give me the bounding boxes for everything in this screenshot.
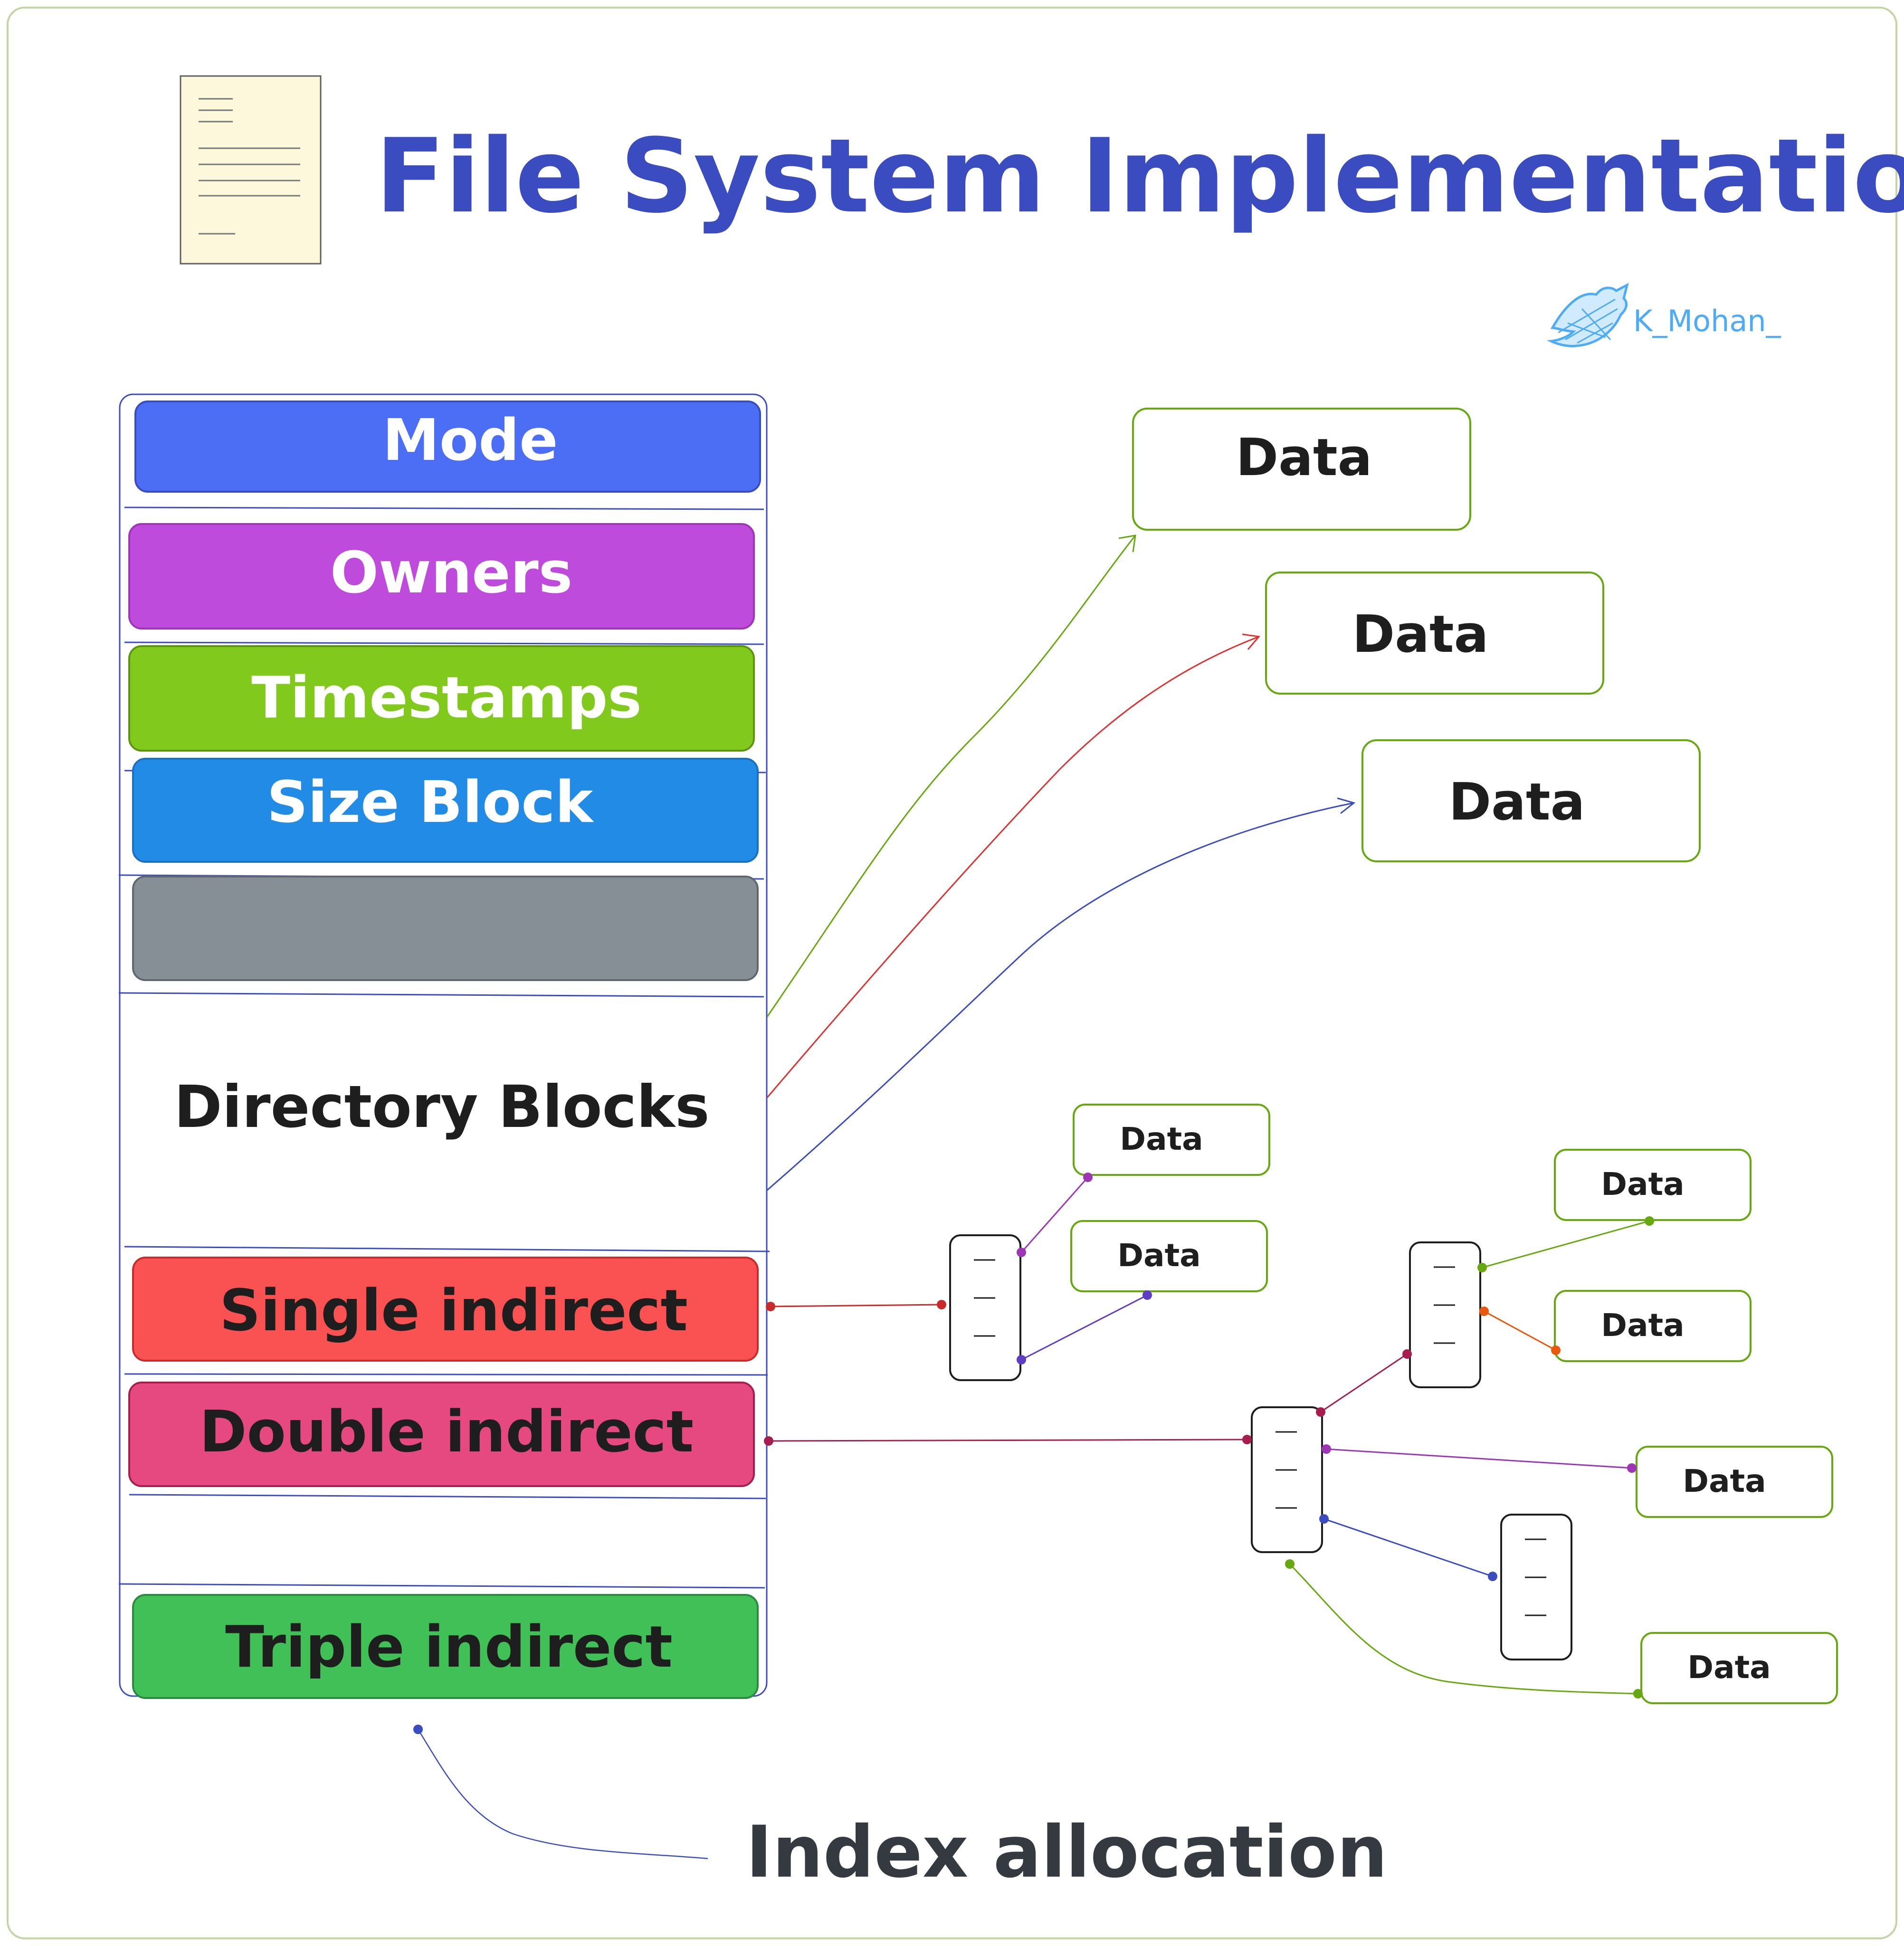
direct-pointer-arrows <box>766 534 1356 1191</box>
double-indirect-connectors <box>764 1216 1654 1698</box>
data-label: Data <box>1687 1649 1771 1686</box>
inode-double-indirect: Double indirect <box>128 1382 755 1487</box>
data-label: Data <box>1117 1237 1200 1274</box>
arrow-to-data-1 <box>766 535 1136 1017</box>
data-label: Data <box>1236 428 1372 487</box>
data-label: Data <box>1601 1166 1684 1202</box>
inode-timestamps: Timestamps <box>128 645 755 752</box>
single-indirect-connectors <box>766 1173 1152 1364</box>
inode-mode-label: Mode <box>382 408 558 474</box>
twitter-bird-icon <box>1547 283 1629 347</box>
second-level-index-block-2 <box>1500 1514 1572 1660</box>
arrow-to-data-3 <box>767 802 1354 1191</box>
single-indirect-index-block <box>949 1234 1021 1381</box>
caption-pointer <box>413 1725 708 1860</box>
document-icon <box>180 75 322 265</box>
double-indirect-data-1: Data <box>1554 1149 1752 1221</box>
data-label: Data <box>1601 1307 1684 1344</box>
inode-size-block-label: Size Block <box>267 770 595 836</box>
inode-triple-indirect-label: Triple indirect <box>225 1614 673 1680</box>
double-indirect-data-3: Data <box>1636 1446 1833 1518</box>
inode-owners: Owners <box>128 523 755 630</box>
inode-gray-block <box>132 876 759 981</box>
arrow-to-data-2 <box>766 636 1259 1098</box>
caption: Index allocation <box>746 1811 1388 1894</box>
direct-data-block-2: Data <box>1265 572 1604 695</box>
inode-timestamps-label: Timestamps <box>251 665 642 731</box>
double-indirect-data-2: Data <box>1554 1290 1752 1362</box>
inode-single-indirect: Single indirect <box>132 1257 759 1362</box>
page-title: File System Implementation <box>375 116 1904 236</box>
inode-triple-indirect: Triple indirect <box>132 1594 759 1699</box>
inode-single-indirect-label: Single indirect <box>219 1278 688 1344</box>
direct-data-block-1: Data <box>1132 408 1471 531</box>
data-label: Data <box>1352 605 1488 664</box>
twitter-handle: K_Mohan_ <box>1547 283 1781 347</box>
data-label: Data <box>1120 1121 1203 1157</box>
second-level-index-block-1 <box>1409 1241 1481 1388</box>
double-indirect-data-4: Data <box>1640 1632 1838 1704</box>
data-label: Data <box>1448 773 1585 832</box>
inode-directory-blocks-label: Directory Blocks <box>174 1073 709 1141</box>
inode-directory-blocks: Directory Blocks <box>174 1073 709 1141</box>
direct-data-block-3: Data <box>1361 739 1701 862</box>
inode-mode: Mode <box>134 401 761 493</box>
double-indirect-index-block <box>1251 1406 1323 1553</box>
inode-double-indirect-label: Double indirect <box>200 1399 694 1465</box>
data-label: Data <box>1683 1463 1766 1499</box>
single-indirect-data-2: Data <box>1070 1220 1268 1292</box>
inode-size-block: Size Block <box>132 758 759 863</box>
twitter-handle-text: K_Mohan_ <box>1633 304 1781 338</box>
single-indirect-data-1: Data <box>1073 1104 1270 1176</box>
inode-owners-label: Owners <box>330 540 572 606</box>
